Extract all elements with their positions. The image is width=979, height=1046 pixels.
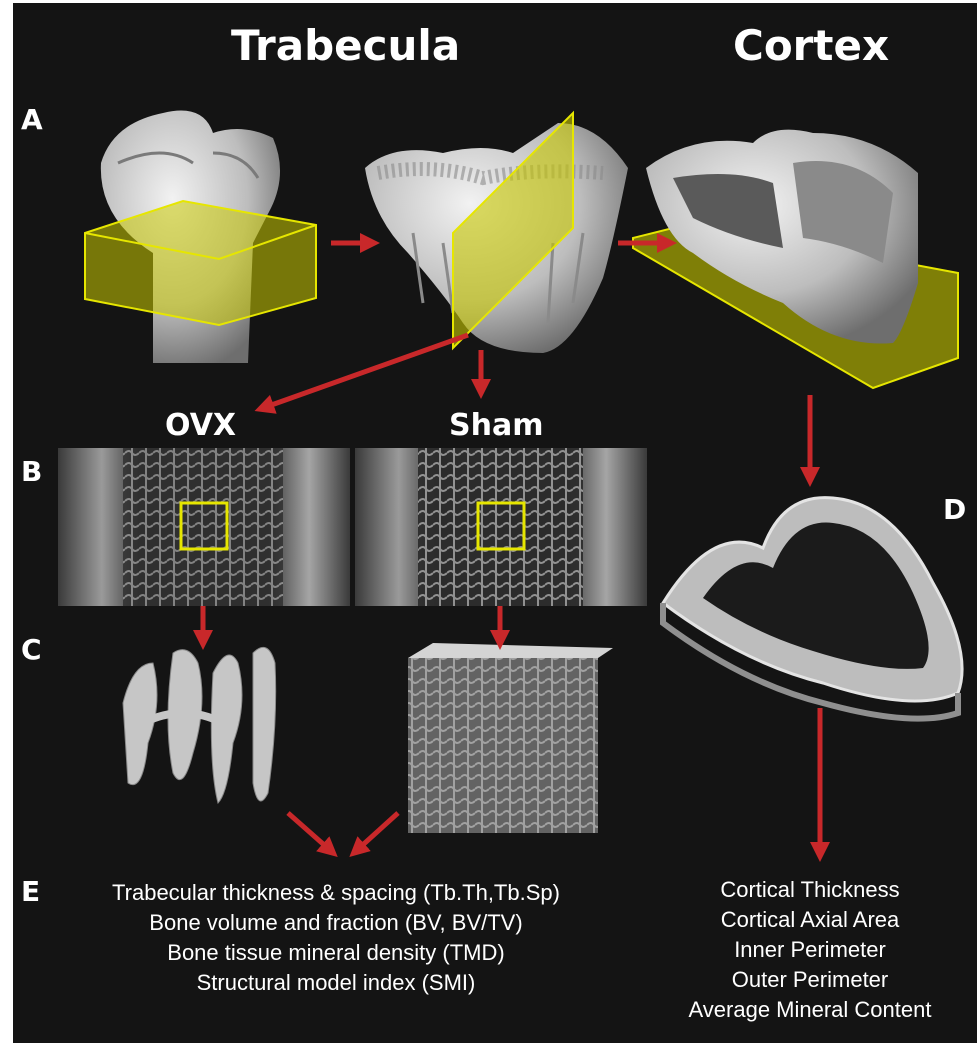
cortical-ring-render [663,498,962,719]
panel-label-c: C [21,633,42,666]
ct-slice-sham [355,448,647,606]
panel-label-d: D [943,493,966,526]
trabecular-render-ovx [123,647,276,803]
panel-label-e: E [21,875,40,908]
cortical-measure-item: Outer Perimeter [650,965,970,995]
ct-slice-ovx [58,448,350,606]
group-label-sham: Sham [449,408,543,443]
cortical-measures-list: Cortical Thickness Cortical Axial Area I… [650,875,970,1025]
panel-label-a: A [21,103,43,136]
arrow-sham-to-metrics [356,813,398,851]
arrow-to-ovx [263,335,468,408]
figure-panel: Trabecula Cortex A B C D E OVX Sham Trab… [13,3,977,1043]
panel-label-b: B [21,455,42,488]
trabecular-measure-item: Trabecular thickness & spacing (Tb.Th,Tb… [51,878,621,908]
trabecular-measure-item: Structural model index (SMI) [51,968,621,998]
trabecular-measure-item: Bone volume and fraction (BV, BV/TV) [51,908,621,938]
trabecular-measures-list: Trabecular thickness & spacing (Tb.Th,Tb… [51,878,621,998]
heading-trabecula: Trabecula [231,21,460,70]
group-label-ovx: OVX [165,408,236,443]
cortical-measure-item: Cortical Axial Area [650,905,970,935]
cortical-measure-item: Cortical Thickness [650,875,970,905]
trabecular-render-sham [408,643,613,833]
cortical-measure-item: Inner Perimeter [650,935,970,965]
arrow-ovx-to-metrics [288,813,331,851]
trabecular-measure-item: Bone tissue mineral density (TMD) [51,938,621,968]
heading-cortex: Cortex [733,21,889,70]
cortical-measure-item: Average Mineral Content [650,995,970,1025]
